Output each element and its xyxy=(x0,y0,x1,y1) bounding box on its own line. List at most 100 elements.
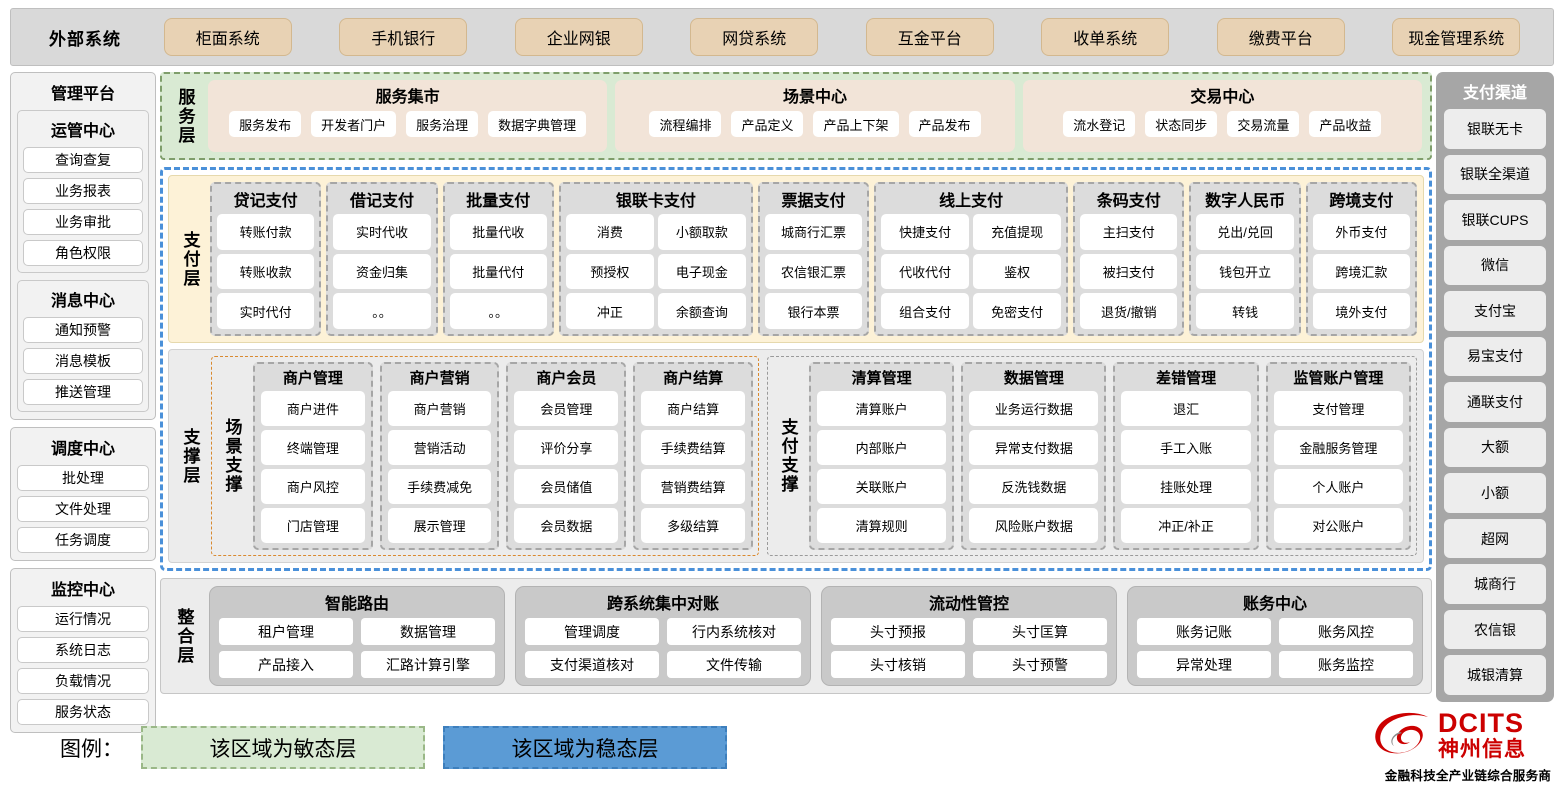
integration-item[interactable]: 文件传输 xyxy=(667,651,801,678)
support-item[interactable]: 冲正/补正 xyxy=(1121,508,1251,543)
service-item[interactable]: 交易流量 xyxy=(1227,111,1300,137)
support-item[interactable]: 手工入账 xyxy=(1121,430,1251,465)
support-item[interactable]: 会员管理 xyxy=(514,391,619,426)
management-item[interactable]: 批处理 xyxy=(17,465,149,491)
support-item[interactable]: 风险账户数据 xyxy=(969,508,1099,543)
management-item[interactable]: 任务调度 xyxy=(17,527,149,553)
support-item[interactable]: 商户风控 xyxy=(261,469,365,504)
payment-item[interactable]: 余额查询 xyxy=(657,293,746,329)
integration-item[interactable]: 行内系统核对 xyxy=(667,618,801,645)
payment-item[interactable]: 银行本票 xyxy=(764,293,863,329)
channel-item[interactable]: 银联无卡 xyxy=(1444,109,1546,149)
support-item[interactable]: 门店管理 xyxy=(261,508,365,543)
payment-item[interactable]: 代收代付 xyxy=(881,253,970,290)
support-item[interactable]: 个人账户 xyxy=(1273,469,1404,504)
service-item[interactable]: 产品上下架 xyxy=(813,111,899,137)
payment-item[interactable]: 被扫支付 xyxy=(1080,253,1178,290)
payment-item[interactable]: 批量代付 xyxy=(449,253,547,290)
external-system-chip[interactable]: 收单系统 xyxy=(1041,18,1170,56)
channel-item[interactable]: 农信银 xyxy=(1444,609,1546,650)
integration-item[interactable]: 头寸匡算 xyxy=(973,618,1107,645)
support-item[interactable]: 商户营销 xyxy=(387,391,492,426)
integration-item[interactable]: 异常处理 xyxy=(1137,651,1271,678)
channel-item[interactable]: 大额 xyxy=(1444,427,1546,468)
support-item[interactable]: 内部账户 xyxy=(816,430,947,465)
support-item[interactable]: 商户结算 xyxy=(641,391,745,426)
integration-item[interactable]: 汇路计算引擎 xyxy=(361,651,495,678)
channel-item[interactable]: 微信 xyxy=(1444,245,1546,286)
integration-item[interactable]: 支付渠道核对 xyxy=(525,651,659,678)
service-item[interactable]: 服务治理 xyxy=(406,111,479,137)
payment-item[interactable]: 电子现金 xyxy=(657,253,746,290)
support-item[interactable]: 营销费结算 xyxy=(641,469,745,504)
support-item[interactable]: 业务运行数据 xyxy=(969,391,1099,426)
management-item[interactable]: 服务状态 xyxy=(17,699,149,725)
support-item[interactable]: 评价分享 xyxy=(514,430,619,465)
payment-item[interactable]: 跨境汇款 xyxy=(1312,253,1411,290)
external-system-chip[interactable]: 柜面系统 xyxy=(163,18,292,56)
service-item[interactable]: 服务发布 xyxy=(229,111,302,137)
payment-item[interactable]: 组合支付 xyxy=(881,293,970,329)
payment-item[interactable]: 主扫支付 xyxy=(1080,214,1178,250)
external-system-chip[interactable]: 互金平台 xyxy=(865,18,994,56)
payment-item[interactable]: 退货/撤销 xyxy=(1080,293,1178,329)
payment-item[interactable]: 资金归集 xyxy=(333,253,431,290)
payment-item[interactable]: 鉴权 xyxy=(973,253,1062,290)
integration-item[interactable]: 头寸预警 xyxy=(973,651,1107,678)
service-item[interactable]: 流水登记 xyxy=(1063,111,1136,137)
service-item[interactable]: 产品定义 xyxy=(731,111,804,137)
payment-item[interactable]: 转账付款 xyxy=(217,214,315,250)
service-item[interactable]: 数据字典管理 xyxy=(488,111,587,137)
support-item[interactable]: 营销活动 xyxy=(387,430,492,465)
integration-item[interactable]: 数据管理 xyxy=(361,618,495,645)
payment-item[interactable]: 转账收款 xyxy=(217,253,315,290)
payment-item[interactable]: 实时代付 xyxy=(217,293,315,329)
channel-item[interactable]: 银联全渠道 xyxy=(1444,154,1546,195)
management-item[interactable]: 运行情况 xyxy=(17,606,149,632)
service-item[interactable]: 流程编排 xyxy=(649,111,722,137)
support-item[interactable]: 清算规则 xyxy=(816,508,947,543)
support-item[interactable]: 终端管理 xyxy=(261,430,365,465)
external-system-chip[interactable]: 网贷系统 xyxy=(690,18,819,56)
management-item[interactable]: 查询查复 xyxy=(23,147,143,173)
management-item[interactable]: 系统日志 xyxy=(17,637,149,663)
channel-item[interactable]: 易宝支付 xyxy=(1444,336,1546,377)
management-item[interactable]: 角色权限 xyxy=(23,240,143,266)
support-item[interactable]: 商户进件 xyxy=(261,391,365,426)
payment-item[interactable]: 兑出/兑回 xyxy=(1196,214,1294,250)
channel-item[interactable]: 支付宝 xyxy=(1444,291,1546,331)
channel-item[interactable]: 城商行 xyxy=(1444,564,1546,604)
payment-item[interactable]: 小额取款 xyxy=(657,214,746,250)
support-item[interactable]: 异常支付数据 xyxy=(969,430,1099,465)
service-item[interactable]: 状态同步 xyxy=(1145,111,1218,137)
support-item[interactable]: 支付管理 xyxy=(1273,391,1404,426)
support-item[interactable]: 会员数据 xyxy=(514,508,619,543)
integration-item[interactable]: 管理调度 xyxy=(525,618,659,645)
payment-item[interactable]: 城商行汇票 xyxy=(764,214,863,250)
payment-item[interactable]: 转钱 xyxy=(1196,293,1294,329)
support-item[interactable]: 对公账户 xyxy=(1273,508,1404,543)
payment-item[interactable]: 预授权 xyxy=(565,253,654,290)
support-item[interactable]: 金融服务管理 xyxy=(1273,430,1404,465)
support-item[interactable]: 退汇 xyxy=(1121,391,1251,426)
service-item[interactable]: 产品发布 xyxy=(908,111,981,137)
payment-item[interactable]: 免密支付 xyxy=(973,293,1062,329)
external-system-chip[interactable]: 缴费平台 xyxy=(1216,18,1345,56)
channel-item[interactable]: 城银清算 xyxy=(1444,655,1546,695)
payment-item[interactable]: 批量代收 xyxy=(449,214,547,250)
integration-item[interactable]: 账务监控 xyxy=(1279,651,1413,678)
payment-item[interactable]: 农信银汇票 xyxy=(764,253,863,290)
payment-item[interactable]: 消费 xyxy=(565,214,654,250)
payment-item[interactable]: 冲正 xyxy=(565,293,654,329)
integration-item[interactable]: 头寸核销 xyxy=(831,651,965,678)
payment-item[interactable]: 。。 xyxy=(333,293,431,329)
channel-item[interactable]: 小额 xyxy=(1444,473,1546,513)
payment-item[interactable]: 。。 xyxy=(449,293,547,329)
management-item[interactable]: 消息模板 xyxy=(23,348,143,374)
payment-item[interactable]: 外币支付 xyxy=(1312,214,1411,250)
channel-item[interactable]: 超网 xyxy=(1444,518,1546,559)
support-item[interactable]: 展示管理 xyxy=(387,508,492,543)
integration-item[interactable]: 账务记账 xyxy=(1137,618,1271,645)
channel-item[interactable]: 银联CUPS xyxy=(1444,200,1546,240)
support-item[interactable]: 手续费减免 xyxy=(387,469,492,504)
